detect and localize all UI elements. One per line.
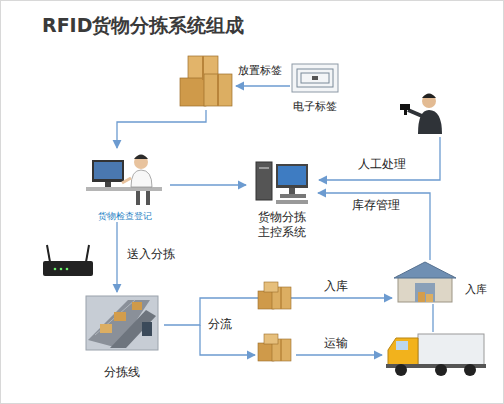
edge-label: 送入分拣 <box>125 247 177 261</box>
node-label: 货物分拣 主控系统 <box>250 210 314 240</box>
icon-node: 电子标签 <box>284 62 346 114</box>
node-label: 电子标签 <box>292 100 338 114</box>
operator-desk <box>86 155 162 206</box>
router <box>43 245 93 276</box>
warehouse <box>394 262 456 302</box>
icon-node: 货物检查登记 <box>80 150 170 222</box>
host-computer <box>256 162 308 204</box>
flow-arrow <box>170 184 246 185</box>
node-label: 分拣线 <box>103 365 141 380</box>
diagram-title: RFID货物分拣系统组成 <box>40 14 246 37</box>
edge-label: 入库 <box>322 279 350 293</box>
sorting-line-photo <box>86 296 158 350</box>
node-label: 入库 <box>464 283 488 297</box>
truck <box>386 334 486 376</box>
icon-node: 货物分拣 主控系统 <box>246 158 318 240</box>
scanner-operator <box>400 94 442 135</box>
annotation: 运输 <box>322 336 350 350</box>
rfid-tag <box>292 64 338 92</box>
cargo-boxes <box>180 56 232 106</box>
edge-label: 库存管理 <box>350 198 402 212</box>
icon-node: 分拣线 <box>80 292 164 380</box>
annotation: 分流 <box>206 317 234 331</box>
annotation: 放置标签 <box>236 64 284 77</box>
flow-arrow <box>318 193 430 260</box>
cargo-boxes <box>258 282 291 309</box>
icon-node: 入库 <box>392 260 488 305</box>
leader-lines <box>117 86 440 355</box>
annotation: 人工处理 <box>356 157 408 171</box>
flow-arrow <box>116 222 117 292</box>
cargo-boxes <box>258 334 291 361</box>
node-label: 货物检查登记 <box>97 211 153 222</box>
